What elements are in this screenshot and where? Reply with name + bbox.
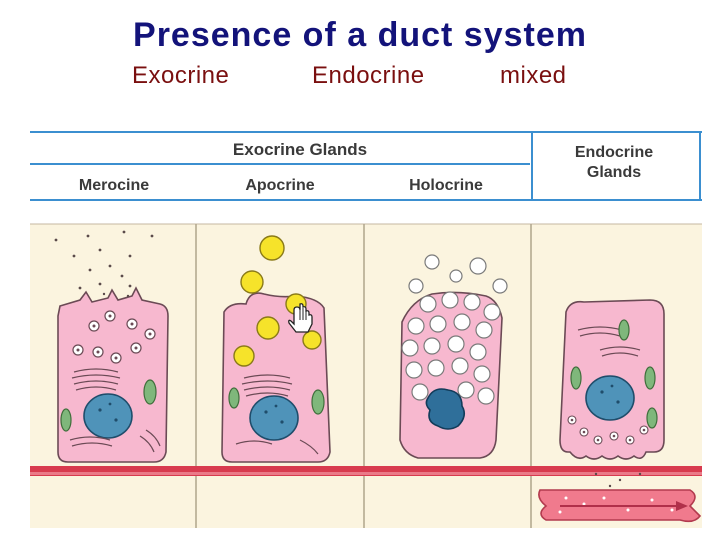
- endocrine-cell: [538, 299, 702, 523]
- pyknotic-nucleus: [425, 388, 466, 430]
- hand-pointer-icon: [288, 303, 313, 333]
- apocrine-secretion-droplets: [233, 235, 322, 367]
- golgi-apparatus: [71, 368, 121, 391]
- holocrine-cell: [399, 254, 508, 459]
- apocrine-cell: [221, 235, 331, 463]
- disintegrating-cell-contents: [401, 254, 508, 405]
- subtitle-endocrine: Endocrine: [312, 62, 425, 89]
- endocrine-glands-header: Endocrine: [575, 144, 653, 161]
- arrow-right-icon: [560, 501, 688, 511]
- basement-membrane: [30, 466, 702, 476]
- exocrine-glands-header: Exocrine Glands: [233, 140, 367, 159]
- slide-title: Presence of a duct system: [133, 16, 587, 54]
- merocrine-cell: [54, 230, 169, 463]
- subtitle-exocrine: Exocrine: [132, 62, 230, 89]
- column-apocrine: Apocrine: [245, 177, 314, 194]
- nucleus: [585, 375, 635, 421]
- subtitle-mixed: mixed: [500, 62, 567, 89]
- mitochondrion: [143, 379, 157, 405]
- nucleus: [249, 395, 299, 441]
- header-table: Exocrine Glands Endocrine Glands Merocin…: [30, 130, 702, 202]
- column-holocrine: Holocrine: [409, 177, 483, 194]
- blood-vessel: [538, 489, 702, 523]
- column-merocrine: Merocine: [79, 177, 149, 194]
- endocrine-glands-header-2: Glands: [587, 164, 641, 181]
- nucleus: [83, 393, 133, 439]
- secretory-vesicles: [72, 310, 156, 364]
